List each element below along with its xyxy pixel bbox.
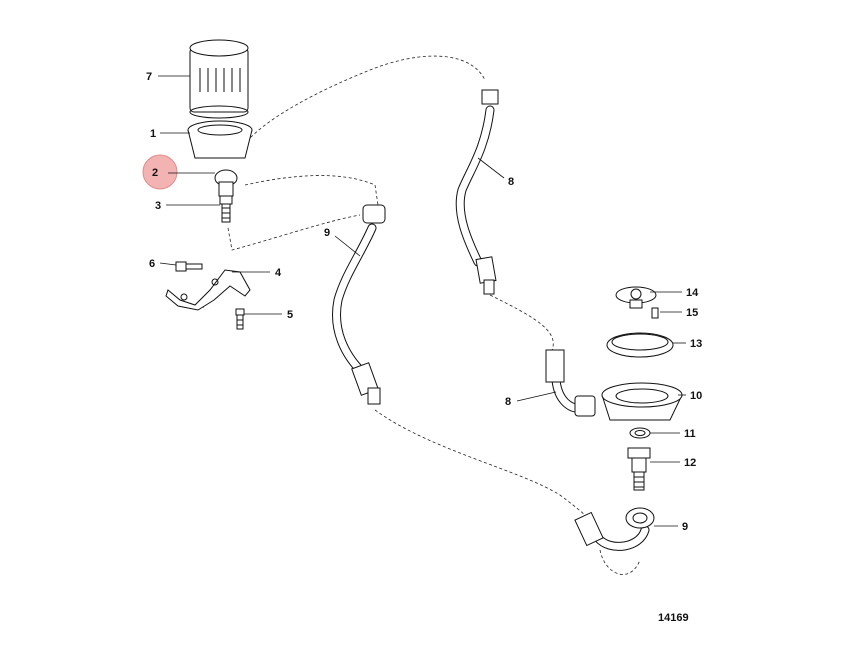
callout-4: 4 bbox=[275, 267, 282, 279]
callout-13: 13 bbox=[690, 338, 702, 350]
callout-8-upper: 8 bbox=[508, 176, 514, 188]
callout-1: 1 bbox=[150, 128, 156, 140]
oil-filter-part bbox=[189, 39, 249, 119]
callout-14: 14 bbox=[686, 287, 699, 299]
callout-2-highlight[interactable] bbox=[142, 154, 178, 190]
nipple-part bbox=[219, 195, 233, 223]
hose-part-8-upper bbox=[455, 89, 499, 295]
callout-11: 11 bbox=[684, 428, 696, 440]
callout-10: 10 bbox=[690, 390, 702, 402]
fitting-part-12 bbox=[627, 447, 651, 491]
callout-6: 6 bbox=[149, 258, 155, 270]
callout-15: 15 bbox=[686, 307, 698, 319]
callout-12: 12 bbox=[684, 457, 696, 469]
bolt-part-6 bbox=[175, 261, 203, 272]
hose-part-9-bottom bbox=[574, 507, 655, 551]
callout-9-left: 9 bbox=[324, 227, 330, 239]
screw-part-5 bbox=[235, 308, 245, 330]
connection-lines bbox=[199, 55, 641, 575]
callout-5: 5 bbox=[287, 309, 293, 321]
bracket-part bbox=[165, 269, 251, 311]
callout-2: 2 bbox=[152, 167, 158, 179]
oring-part-11 bbox=[629, 427, 651, 439]
screw-part-15 bbox=[651, 307, 659, 319]
housing-part-10 bbox=[601, 382, 683, 421]
callout-9-bottom: 9 bbox=[682, 521, 688, 533]
hose-part-9-left bbox=[332, 204, 386, 405]
callout-7: 7 bbox=[146, 71, 152, 83]
fitting-part bbox=[214, 169, 238, 197]
callout-labels: 7 1 2 3 6 4 5 9 8 14 15 13 bbox=[142, 71, 702, 533]
callout-8-lower: 8 bbox=[505, 396, 511, 408]
figure-number: 14169 bbox=[658, 612, 689, 624]
filter-adapter-part bbox=[187, 120, 253, 159]
callout-3: 3 bbox=[155, 200, 161, 212]
clamp-ring-part-13 bbox=[606, 332, 674, 358]
hose-part-8-lower bbox=[545, 349, 596, 417]
cap-part-14 bbox=[615, 286, 657, 309]
